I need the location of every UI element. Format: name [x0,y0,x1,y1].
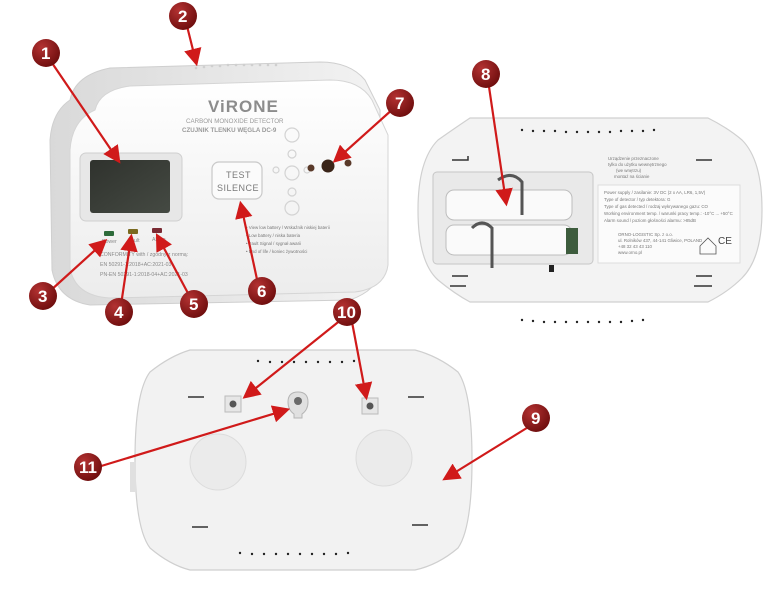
screw-hole-left [224,395,242,413]
mounting-plate-view [130,349,473,571]
arrow-6 [235,200,260,285]
lcd-display [90,160,170,213]
svg-text:11: 11 [79,458,97,477]
svg-text:3: 3 [38,287,47,306]
callout-9: 9 [522,404,550,432]
callout-arrows [49,25,531,481]
arrow-2 [184,25,202,67]
front-subtitle-pl: CZUJNIK TLENKU WĘGLA DC-9 [182,127,277,134]
arrow-1 [49,59,121,164]
detector-back-view: Power supply / zasilanie: 3V DC (2 x AA,… [417,117,763,324]
mounting-plate-body [134,349,473,571]
back-company-1: ORNO-LOGISTIC Sp. z o.o. [618,232,673,237]
back-company-4: www.orno.pl [618,250,642,255]
front-note-1: • View low battery / Wskaźnik niskiej ba… [246,225,330,230]
battery-lock [549,265,554,272]
home-icon [699,237,717,255]
back-label-line-2: Type of detector / typ detektora: G [604,197,671,202]
arrow-8 [486,79,513,207]
svg-text:1: 1 [41,44,50,63]
front-note-3: • Fault Signal / sygnał awarii [246,241,301,246]
fault-led [128,229,138,234]
callout-7: 7 [386,89,414,117]
alarm-led [152,228,162,233]
arrow-7 [332,107,395,163]
plate-knockout-left [189,433,247,491]
arrow-4 [119,233,138,306]
callout-5: 5 [180,290,208,318]
back-clips [450,156,712,287]
plate-clips [188,396,428,528]
arrow-3 [49,239,108,292]
front-brand-logo: ViRONE [208,97,279,116]
recycle-line-4: montaż na ścianie [614,174,650,179]
arrow-10b [350,321,373,401]
svg-text:7: 7 [395,94,404,113]
svg-text:9: 9 [531,409,540,428]
keyhole-center [294,397,302,405]
callout-1: 1 [32,39,60,67]
plate-side-tab [130,462,136,492]
test-button-label: TEST [226,170,251,180]
front-note-4: • End of life / koniec żywotności [246,249,307,254]
callout-6: 6 [248,277,276,305]
silence-button-label: SILENCE [217,183,259,193]
svg-text:8: 8 [481,65,490,84]
callout-3: 3 [29,282,57,310]
callout-8: 8 [472,60,500,88]
front-top-vents [194,63,278,70]
detector-front-view: ViRONE CARBON MONOXIDE DETECTOR CZUJNIK … [49,61,389,306]
power-led-label: Power [102,239,117,245]
svg-text:10: 10 [337,303,356,322]
front-note-2: • Low battery / niska bateria [246,233,301,238]
screw-hole-right [361,397,379,415]
back-label-line-5: Alarm sound / poziom głośności alarmu: >… [604,218,696,223]
back-bottom-vents [520,318,645,324]
compliance-line-3: PN-EN 50291-1:2018-04+AC:2021-03 [100,272,188,278]
callout-4: 4 [105,298,133,326]
svg-text:6: 6 [257,282,266,301]
battery-spring-2 [470,221,494,268]
battery-2 [445,224,573,256]
power-led [104,231,114,236]
front-subtitle-en: CARBON MONOXIDE DETECTOR [186,118,284,125]
back-label-line-3: Type of gas detected / rodzaj wykrywaneg… [604,204,709,209]
battery-spring-1 [497,174,524,215]
arrow-11 [97,405,291,469]
recycle-line-1: Urządzenie przeznaczone [608,156,659,161]
back-company-3: +48 32 43 43 110 [618,244,653,249]
callout-11: 11 [74,453,102,481]
callout-10: 10 [333,298,361,326]
svg-text:5: 5 [189,295,198,314]
plate-knockout-right [355,429,413,487]
arrow-10a [242,318,343,399]
recycle-line-2: tylko do użytku wewnętrznego [608,162,667,167]
recycle-line-3: (we wnętrzu) [616,168,642,173]
svg-text:2: 2 [178,7,187,26]
back-label-line-1: Power supply / zasilanie: 3V DC (2 x AA,… [604,190,706,195]
test-silence-button[interactable] [211,161,263,200]
compliance-line-2: EN 50291-1:2018+AC:2021-03 [100,262,171,268]
battery-1 [445,189,573,221]
arrow-9 [442,425,531,481]
callout-2: 2 [169,2,197,30]
back-company-2: ul. Rolników 437, 44-141 Gliwice, POLAND [618,238,702,243]
svg-text:4: 4 [114,303,124,322]
front-decor-circles [272,127,311,216]
battery-contact [566,228,578,254]
ce-mark: CE [718,236,732,247]
plate-bottom-vents [238,551,350,556]
back-label-line-4: Working environment temp. / warunki prac… [604,211,733,216]
back-top-vents [520,128,656,134]
plate-top-vents [256,359,356,364]
compliance-line-1: CONFORMITY with / zgodny z normą: [100,252,188,258]
arrow-5 [155,233,191,298]
